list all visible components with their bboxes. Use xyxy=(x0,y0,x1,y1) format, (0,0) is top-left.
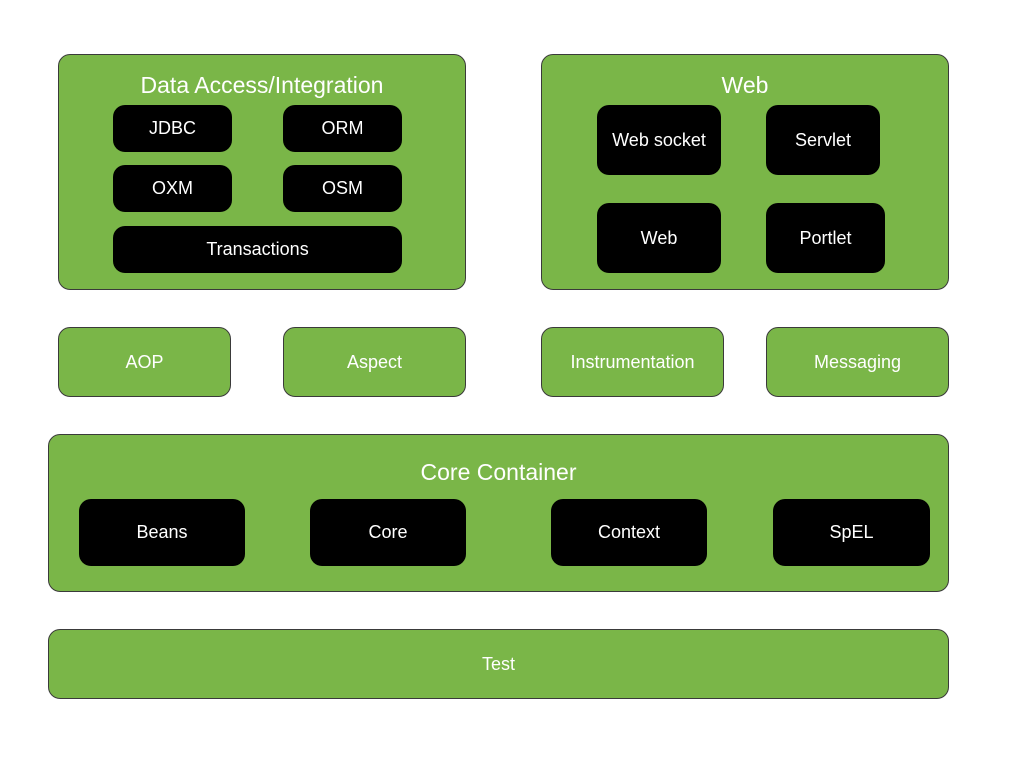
test-module: Test xyxy=(48,629,949,699)
servlet-component: Servlet xyxy=(766,105,880,175)
core-container-title: Core Container xyxy=(420,459,577,485)
web-title: Web xyxy=(721,72,769,98)
instrumentation-module: Instrumentation xyxy=(541,327,724,397)
orm-component: ORM xyxy=(283,105,402,152)
core-component: Core xyxy=(310,499,466,566)
web-module: Web Web socket Servlet Web Portlet xyxy=(541,54,949,290)
context-component: Context xyxy=(551,499,707,566)
osm-component: OSM xyxy=(283,165,402,212)
jdbc-component: JDBC xyxy=(113,105,232,152)
data-access-integration-title: Data Access/Integration xyxy=(140,72,384,98)
web-socket-component: Web socket xyxy=(597,105,721,175)
spel-component: SpEL xyxy=(773,499,930,566)
aspect-module: Aspect xyxy=(283,327,466,397)
oxm-component: OXM xyxy=(113,165,232,212)
beans-component: Beans xyxy=(79,499,245,566)
transactions-component: Transactions xyxy=(113,226,402,273)
portlet-component: Portlet xyxy=(766,203,885,273)
web-component: Web xyxy=(597,203,721,273)
core-container-module: Core Container Beans Core Context SpEL xyxy=(48,434,949,592)
messaging-module: Messaging xyxy=(766,327,949,397)
data-access-integration-module: Data Access/Integration JDBC ORM OXM OSM… xyxy=(58,54,466,290)
aop-module: AOP xyxy=(58,327,231,397)
